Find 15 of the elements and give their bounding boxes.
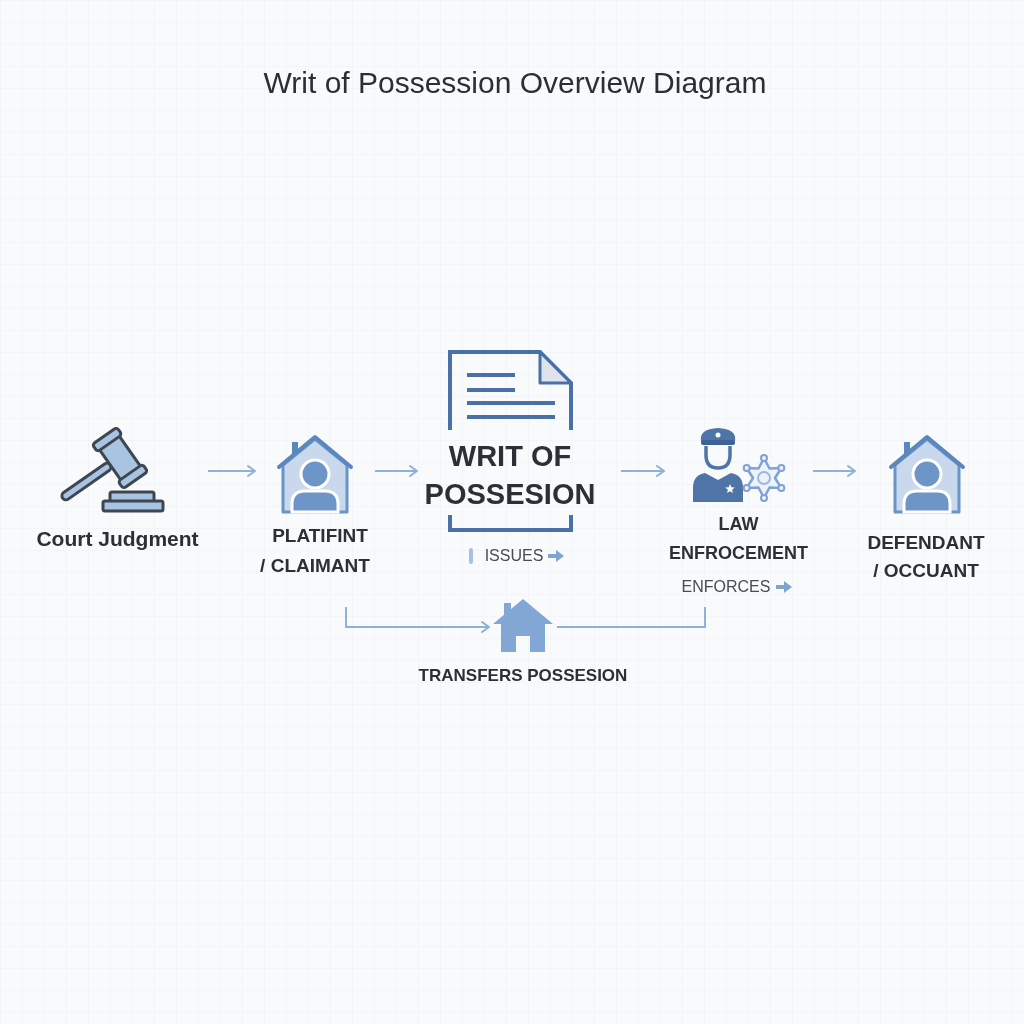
node-label: TRANSFERS POSSESION [417, 665, 629, 687]
arrow [812, 465, 856, 477]
node-label: LAW ENFROCEMENT [668, 513, 809, 565]
arrow [620, 465, 665, 477]
node-label: PLATIFINT / CLAIMANT [259, 524, 371, 578]
diagram-title: Writ of Possession Overview Diagram [262, 65, 768, 101]
action-label: ENFORCES [680, 577, 772, 597]
connector-line [556, 606, 706, 628]
node-label: WRIT OF POSSESION [423, 439, 597, 512]
node-label: DEFENDANT / OCCUANT [866, 531, 986, 583]
action-label: ISSUES [483, 546, 545, 566]
arrow [207, 465, 256, 477]
arrow [345, 606, 490, 633]
node-label: Court Judgment [35, 526, 200, 552]
arrow [374, 465, 418, 477]
